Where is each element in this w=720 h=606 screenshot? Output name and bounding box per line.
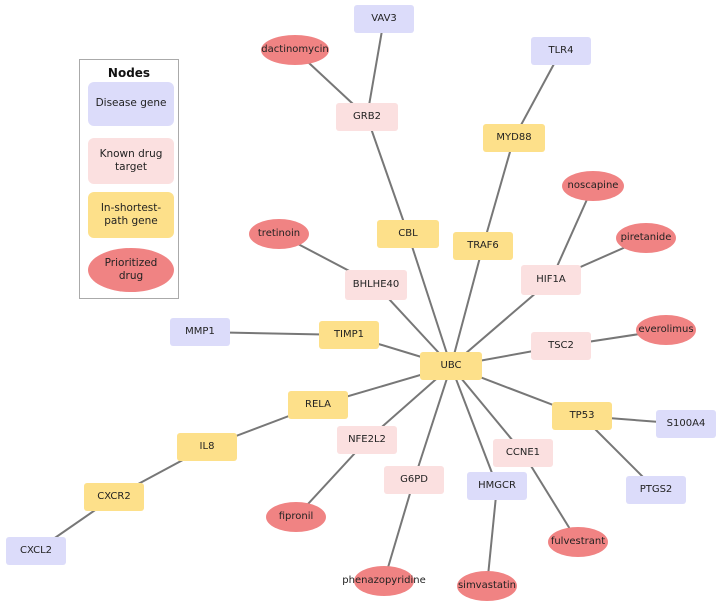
node-noscapine: noscapine: [562, 171, 624, 201]
node-label: phenazopyridine: [342, 575, 426, 586]
node-rela: RELA: [288, 391, 348, 419]
node-grb2: GRB2: [336, 103, 398, 131]
edge-myd88-traf6: [482, 137, 515, 247]
edge-ubc-ccne1: [450, 365, 524, 454]
node-everolimus: everolimus: [636, 315, 696, 345]
node-myd88: MYD88: [483, 124, 545, 152]
node-label: TIMP1: [333, 329, 365, 340]
node-mmp1: MMP1: [170, 318, 230, 346]
node-label: IL8: [199, 441, 215, 452]
node-label: simvastatin: [457, 580, 517, 591]
node-label: TSC2: [548, 340, 574, 351]
edge-g6pd-phenazopyridine: [383, 479, 415, 582]
node-label: CBL: [398, 228, 418, 239]
node-hif1a: HIF1A: [521, 265, 581, 295]
node-label: everolimus: [638, 324, 694, 335]
edge-tlr4-myd88: [513, 50, 562, 139]
node-label: UBC: [440, 360, 462, 371]
node-label: MYD88: [496, 132, 532, 143]
legend-title: Nodes: [107, 66, 151, 80]
node-g6pd: G6PD: [384, 466, 444, 494]
node-dactinomycin: dactinomycin: [261, 35, 329, 65]
node-bhlhe40: BHLHE40: [345, 270, 407, 300]
legend-item-in-shortest-path-gene: In-shortest-path gene: [88, 192, 174, 238]
node-label: fipronil: [278, 511, 314, 522]
node-label: HMGCR: [478, 480, 516, 491]
node-piretanide: piretanide: [616, 223, 676, 253]
node-label: TLR4: [548, 45, 574, 56]
node-label: RELA: [305, 399, 331, 410]
node-label: HIF1A: [536, 274, 566, 285]
edge-ubc-hmgcr: [450, 365, 498, 487]
edge-cbl-ubc: [407, 233, 452, 367]
node-s100a4: S100A4: [656, 410, 716, 438]
node-simvastatin: simvastatin: [457, 571, 517, 601]
edge-hmgcr-simvastatin: [486, 485, 498, 587]
node-label: CXCL2: [19, 545, 53, 556]
node-ccne1: CCNE1: [493, 439, 553, 467]
node-nfe2l2: NFE2L2: [337, 426, 397, 454]
legend-item-known-drug-target: Known drug target: [88, 138, 174, 184]
node-fulvestrant: fulvestrant: [548, 527, 608, 557]
legend-item-prioritized-drug: Prioritized drug: [88, 248, 174, 292]
legend-item-disease-gene: Disease gene: [88, 82, 174, 126]
edge-grb2-vav3: [366, 18, 385, 118]
node-ubc: UBC: [420, 352, 482, 380]
node-label: CXCR2: [97, 491, 131, 502]
node-label: piretanide: [620, 232, 672, 243]
node-cbl: CBL: [377, 220, 439, 248]
node-label: GRB2: [353, 111, 381, 122]
edge-grb2-cbl: [366, 116, 409, 235]
node-cxcr2: CXCR2: [84, 483, 144, 511]
node-label: BHLHE40: [352, 279, 400, 290]
node-label: CCNE1: [505, 447, 541, 458]
node-label: MMP1: [185, 326, 215, 337]
node-tsc2: TSC2: [531, 332, 591, 360]
node-traf6: TRAF6: [453, 232, 513, 260]
node-ptgs2: PTGS2: [626, 476, 686, 504]
node-label: fulvestrant: [550, 536, 606, 547]
edge-ubc-g6pd: [413, 365, 452, 481]
node-tlr4: TLR4: [531, 37, 591, 65]
node-label: TRAF6: [467, 240, 499, 251]
node-label: TP53: [569, 410, 595, 421]
node-il8: IL8: [177, 433, 237, 461]
node-hmgcr: HMGCR: [467, 472, 527, 500]
node-label: noscapine: [567, 180, 619, 191]
node-label: NFE2L2: [348, 434, 386, 445]
node-label: G6PD: [400, 474, 428, 485]
node-label: dactinomycin: [261, 44, 329, 55]
node-cxcl2: CXCL2: [6, 537, 66, 565]
node-timp1: TIMP1: [319, 321, 379, 349]
edge-hif1a-noscapine: [550, 185, 594, 281]
node-label: PTGS2: [639, 484, 673, 495]
node-label: tretinoin: [257, 228, 301, 239]
legend: Nodes Disease gene Known drug target In-…: [79, 59, 179, 299]
node-label: S100A4: [666, 418, 706, 429]
node-label: VAV3: [371, 13, 397, 24]
node-tretinoin: tretinoin: [249, 219, 309, 249]
node-vav3: VAV3: [354, 5, 414, 33]
node-tp53: TP53: [552, 402, 612, 430]
node-phenazopyridine: phenazopyridine: [342, 566, 426, 596]
edge-traf6-ubc: [450, 245, 484, 367]
node-fipronil: fipronil: [266, 502, 326, 532]
